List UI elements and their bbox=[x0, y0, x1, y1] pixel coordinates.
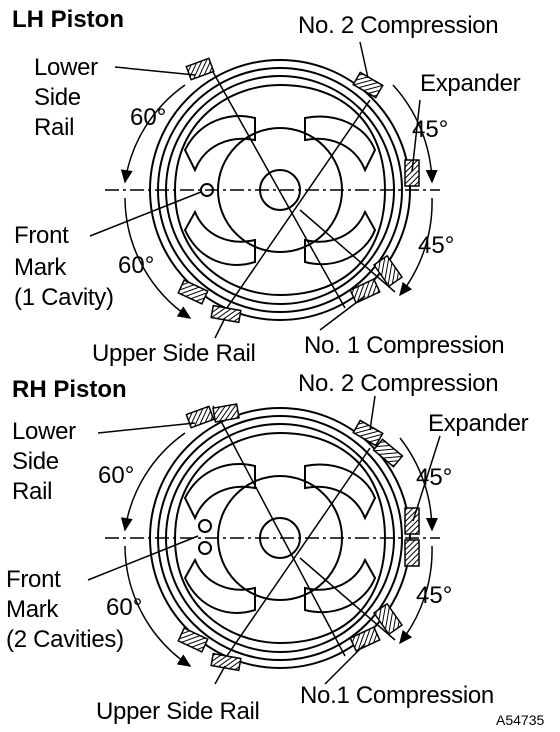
leader-expander bbox=[411, 99, 421, 173]
valve-relief-upper-left bbox=[183, 463, 256, 521]
lower-side-rail-gap-b bbox=[212, 403, 240, 423]
leader-front-mark bbox=[89, 191, 202, 237]
leader-no2-compression bbox=[369, 395, 376, 431]
lh-piston-title: LH Piston bbox=[12, 6, 124, 33]
no2-compression-gap bbox=[352, 71, 384, 99]
angle-top-left-label: 60° bbox=[98, 462, 135, 489]
rh-piston-diagram bbox=[87, 395, 441, 685]
expander-label: Expander bbox=[420, 70, 521, 97]
front-mark-label: (1 Cavity) bbox=[14, 284, 114, 311]
leader-no1-compression bbox=[324, 643, 366, 685]
lower-side-rail-label: Rail bbox=[34, 114, 75, 141]
reference-line-upper bbox=[219, 447, 371, 667]
expander-gap bbox=[404, 159, 420, 187]
no1-compression-gap bbox=[349, 278, 381, 304]
angle-arc-bottom-right bbox=[399, 545, 433, 645]
valve-relief-upper-right bbox=[304, 463, 377, 521]
front-mark-label: (2 Cavities) bbox=[6, 626, 124, 653]
upper-side-rail-gap-b bbox=[177, 627, 209, 653]
lower-side-rail-label: Lower bbox=[34, 54, 98, 81]
no1-compression-gap-b bbox=[372, 602, 404, 636]
reference-line-lower bbox=[299, 209, 396, 293]
front-mark-label: Mark bbox=[14, 254, 67, 281]
upper-side-rail-gap-b bbox=[177, 279, 209, 305]
angle-bottom-left-label: 60° bbox=[118, 252, 155, 279]
angle-arc-top-right bbox=[399, 437, 438, 532]
angle-arc-bottom-right bbox=[399, 197, 433, 297]
lower-side-rail-label: Side bbox=[34, 84, 81, 111]
valve-relief-lower-right bbox=[304, 557, 377, 614]
angle-bottom-right-label: 45° bbox=[418, 232, 455, 259]
lh-piston-panel: LH Piston Lower Side Rail No. 2 Compress… bbox=[12, 6, 521, 367]
rh-piston-panel: RH Piston Lower Side Rail No. 2 Compress… bbox=[0, 366, 560, 732]
front-mark-cavity bbox=[198, 519, 212, 533]
angle-bottom-right-label: 45° bbox=[416, 582, 453, 609]
no2-compression-gap bbox=[352, 419, 384, 447]
leader-upper-side-rail bbox=[214, 317, 226, 339]
reference-line-upper bbox=[219, 99, 371, 319]
leader-lower-side-rail bbox=[97, 422, 196, 434]
expander-label: Expander bbox=[428, 410, 529, 437]
no1-compression-label: No. 1 Compression bbox=[304, 332, 505, 359]
angle-top-right-label: 45° bbox=[416, 464, 453, 491]
no2-compression-gap-b bbox=[372, 438, 404, 468]
lower-side-rail-gap bbox=[185, 405, 215, 429]
lower-side-rail-label: Lower bbox=[12, 418, 76, 445]
upper-side-rail-label: Upper Side Rail bbox=[92, 340, 256, 367]
valve-relief-upper-right bbox=[304, 115, 377, 173]
leader-no2-compression bbox=[359, 41, 369, 79]
angle-arc-bottom-left bbox=[124, 197, 192, 319]
valve-relief-lower-left bbox=[183, 209, 256, 266]
leader-expander bbox=[412, 435, 441, 522]
no2-compression-label: No. 2 Compression bbox=[298, 370, 499, 397]
figure-code: A54735 bbox=[496, 712, 545, 728]
expander-gap bbox=[404, 507, 420, 535]
front-mark-label: Front bbox=[6, 566, 61, 593]
angle-top-left-label: 60° bbox=[130, 104, 167, 131]
no1-compression-gap bbox=[349, 626, 381, 652]
angle-arc-bottom-left bbox=[124, 545, 192, 667]
leader-no1-compression bbox=[319, 295, 366, 331]
reference-line-60 bbox=[212, 71, 346, 309]
expander-gap-b bbox=[404, 539, 420, 567]
leader-upper-side-rail bbox=[214, 665, 226, 685]
lower-side-rail-gap bbox=[185, 57, 215, 81]
angle-arc-top-left bbox=[120, 432, 186, 532]
angle-arc-top-left bbox=[120, 84, 186, 184]
valve-relief-upper-left bbox=[183, 115, 256, 173]
no1-compression-label: No.1 Compression bbox=[300, 682, 494, 709]
no1-compression-gap-b bbox=[372, 254, 404, 288]
angle-arc-top-right bbox=[392, 84, 438, 184]
reference-line-lower bbox=[299, 557, 396, 641]
leader-lower-side-rail bbox=[114, 66, 196, 76]
valve-relief-lower-left bbox=[183, 557, 256, 614]
no2-compression-label: No. 2 Compression bbox=[298, 12, 499, 39]
front-mark-cavity bbox=[198, 541, 212, 555]
angle-top-right-label: 45° bbox=[412, 116, 449, 143]
reference-line-60 bbox=[212, 405, 346, 657]
leader-front-mark bbox=[87, 535, 199, 581]
angle-bottom-left-label: 60° bbox=[106, 594, 143, 621]
upper-side-rail-gap bbox=[210, 304, 242, 324]
lower-side-rail-label: Side bbox=[12, 448, 59, 475]
valve-relief-lower-right bbox=[304, 209, 377, 266]
upper-side-rail-gap bbox=[210, 652, 242, 672]
upper-side-rail-label: Upper Side Rail bbox=[96, 698, 260, 725]
rh-piston-title: RH Piston bbox=[12, 376, 127, 403]
front-mark-label: Mark bbox=[6, 596, 59, 623]
lh-piston-diagram bbox=[89, 41, 440, 339]
lower-side-rail-label: Rail bbox=[12, 478, 53, 505]
front-mark-label: Front bbox=[14, 222, 69, 249]
